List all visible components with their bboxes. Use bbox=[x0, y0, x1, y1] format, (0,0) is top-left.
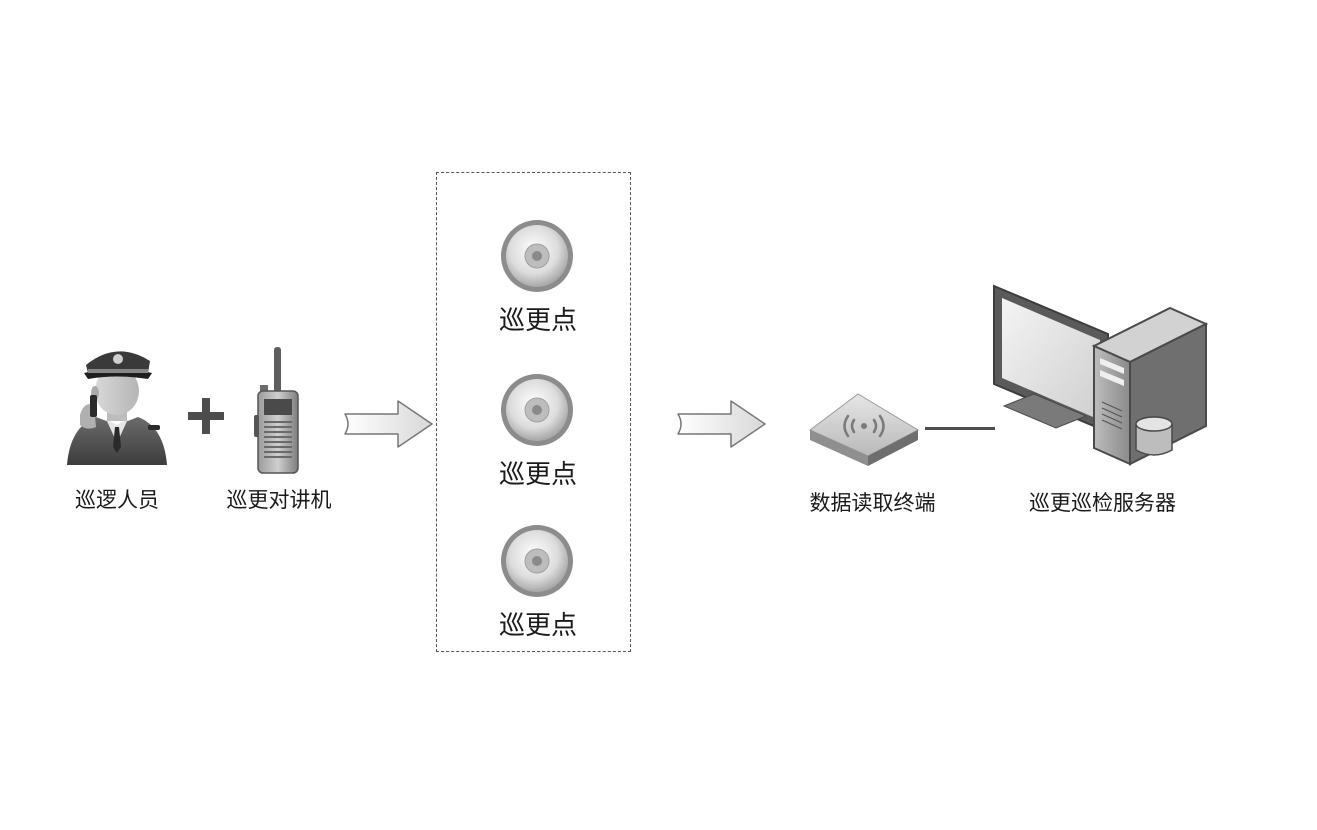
reader-node bbox=[806, 386, 922, 468]
radio-label: 巡更对讲机 bbox=[226, 488, 332, 512]
reader-terminal-icon bbox=[809, 393, 920, 466]
arrow-right-icon bbox=[676, 398, 768, 450]
patrol-person-label: 巡逻人员 bbox=[75, 488, 159, 512]
connection-line bbox=[925, 427, 995, 430]
checkpoint-group bbox=[436, 172, 631, 652]
checkpoint-icon bbox=[501, 525, 573, 597]
checkpoint-label: 巡更点 bbox=[498, 460, 577, 490]
checkpoint-label: 巡更点 bbox=[498, 306, 577, 336]
walkie-talkie-icon bbox=[254, 347, 299, 474]
checkpoint-icon bbox=[501, 374, 573, 446]
arrow-right-icon bbox=[343, 398, 435, 450]
checkpoint-icon bbox=[501, 220, 573, 292]
checkpoint-label: 巡更点 bbox=[498, 611, 577, 641]
guard-icon bbox=[67, 351, 167, 465]
checkpoint-item bbox=[499, 372, 575, 448]
reader-label: 数据读取终端 bbox=[809, 491, 936, 515]
plus-icon bbox=[186, 396, 226, 436]
patrol-person-node bbox=[62, 335, 172, 470]
radio-node bbox=[250, 345, 302, 475]
checkpoint-item bbox=[499, 523, 575, 599]
server-computer-icon bbox=[993, 284, 1209, 466]
server-label: 巡更巡检服务器 bbox=[1029, 491, 1176, 515]
server-node bbox=[990, 282, 1212, 466]
checkpoint-item bbox=[499, 218, 575, 294]
